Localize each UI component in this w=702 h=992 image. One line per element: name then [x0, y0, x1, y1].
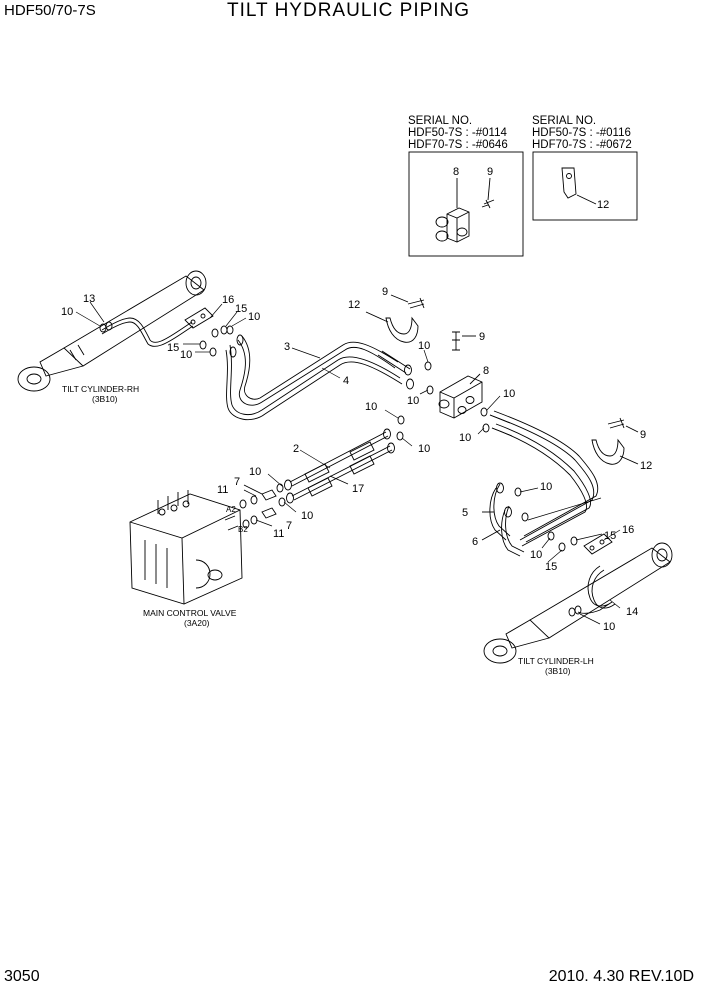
leader-lines — [75, 301, 621, 625]
callout-11: 11 — [273, 528, 284, 540]
callout-10: 10 — [180, 349, 192, 361]
callout-16: 16 — [222, 294, 234, 306]
callout-17: 17 — [352, 483, 364, 495]
callout-10: 10 — [61, 306, 73, 318]
serial-part-12: 12 — [597, 199, 609, 211]
callout-3: 3 — [284, 341, 290, 353]
hose-lower-right — [489, 410, 599, 547]
callout-12: 12 — [640, 460, 652, 472]
callout-10: 10 — [459, 432, 471, 444]
callout-10: 10 — [249, 466, 261, 478]
serial-box-2 — [532, 151, 638, 221]
part-callouts: 13 10 16 15 10 15 10 12 9 9 3 4 10 8 10 … — [61, 286, 652, 633]
callout-4: 4 — [343, 375, 349, 387]
callout-7: 7 — [234, 476, 240, 488]
revision-date: 2010. 4.30 REV.10D — [548, 968, 694, 985]
callout-16: 16 — [622, 524, 634, 536]
page-title: TILT HYDRAULIC PIPING — [227, 0, 471, 21]
callout-15: 15 — [235, 303, 247, 315]
callout-10: 10 — [603, 621, 615, 633]
main-control-valve-ref: (3A20) — [184, 618, 210, 628]
callout-6: 6 — [472, 536, 478, 548]
tilt-cylinder-rh-label: TILT CYLINDER-RH — [62, 384, 139, 394]
port-a2-label: A2 — [226, 505, 236, 514]
serial-line-2b: HDF70-7S : -#0672 — [532, 139, 632, 151]
rh-fittings — [99, 321, 234, 357]
tilt-cylinder-rh — [17, 270, 214, 392]
clamp-right — [591, 417, 639, 465]
lh-fittings — [547, 531, 613, 555]
callout-9: 9 — [479, 331, 485, 343]
model-code: HDF50/70-7S — [4, 2, 96, 19]
callout-10: 10 — [503, 388, 515, 400]
serial-part-9: 9 — [487, 166, 493, 178]
tilt-cylinder-lh-ref: (3B10) — [545, 666, 571, 676]
callout-15: 15 — [604, 530, 616, 542]
callout-15: 15 — [167, 342, 179, 354]
page-number: 3050 — [4, 968, 40, 985]
callout-9: 9 — [640, 429, 646, 441]
serial-line-2a: HDF50-7S : -#0116 — [532, 127, 631, 139]
callout-10: 10 — [248, 311, 260, 323]
callout-2: 2 — [293, 443, 299, 455]
elbows-5-6 — [481, 482, 529, 557]
hose-3-4 — [225, 334, 414, 421]
main-control-valve — [129, 490, 243, 605]
bolt-9-upper — [452, 331, 476, 351]
serial-heading-2: SERIAL NO. — [532, 115, 596, 127]
callout-5: 5 — [462, 507, 468, 519]
serial-box-1-text: SERIAL NO. HDF50-7S : -#0114 HDF70-7S : … — [408, 115, 508, 178]
callout-10: 10 — [301, 510, 313, 522]
tilt-cylinder-rh-ref: (3B10) — [92, 394, 118, 404]
callout-14: 14 — [626, 606, 638, 618]
callout-8: 8 — [483, 365, 489, 377]
serial-box-1 — [408, 151, 524, 257]
serial-part-8: 8 — [453, 166, 459, 178]
clamp-upper — [365, 294, 425, 343]
adapters-7-11 — [239, 484, 277, 529]
serial-box-2-text: SERIAL NO. HDF50-7S : -#0116 HDF70-7S : … — [532, 115, 632, 211]
serial-heading-1: SERIAL NO. — [408, 115, 472, 127]
callout-10: 10 — [407, 395, 419, 407]
main-control-valve-label: MAIN CONTROL VALVE — [143, 608, 237, 618]
port-b2-label: B2 — [238, 525, 248, 534]
callout-13: 13 — [83, 293, 95, 305]
callout-12: 12 — [348, 299, 360, 311]
callout-7: 7 — [286, 520, 292, 532]
callout-15: 15 — [545, 561, 557, 573]
callout-10: 10 — [418, 443, 430, 455]
callout-10: 10 — [365, 401, 377, 413]
callout-10: 10 — [418, 340, 430, 352]
callout-11: 11 — [217, 484, 228, 496]
tilt-cylinder-lh — [483, 542, 673, 664]
hose-2-17 — [276, 428, 395, 507]
callout-10: 10 — [540, 481, 552, 493]
callout-10: 10 — [530, 549, 542, 561]
serial-line-1a: HDF50-7S : -#0114 — [408, 127, 507, 139]
callout-9: 9 — [382, 286, 388, 298]
tilt-cylinder-lh-label: TILT CYLINDER-LH — [518, 656, 594, 666]
serial-line-1b: HDF70-7S : -#0646 — [408, 139, 508, 151]
assembly-labels: TILT CYLINDER-RH (3B10) TILT CYLINDER-LH… — [62, 384, 594, 676]
block-8 — [438, 373, 483, 419]
